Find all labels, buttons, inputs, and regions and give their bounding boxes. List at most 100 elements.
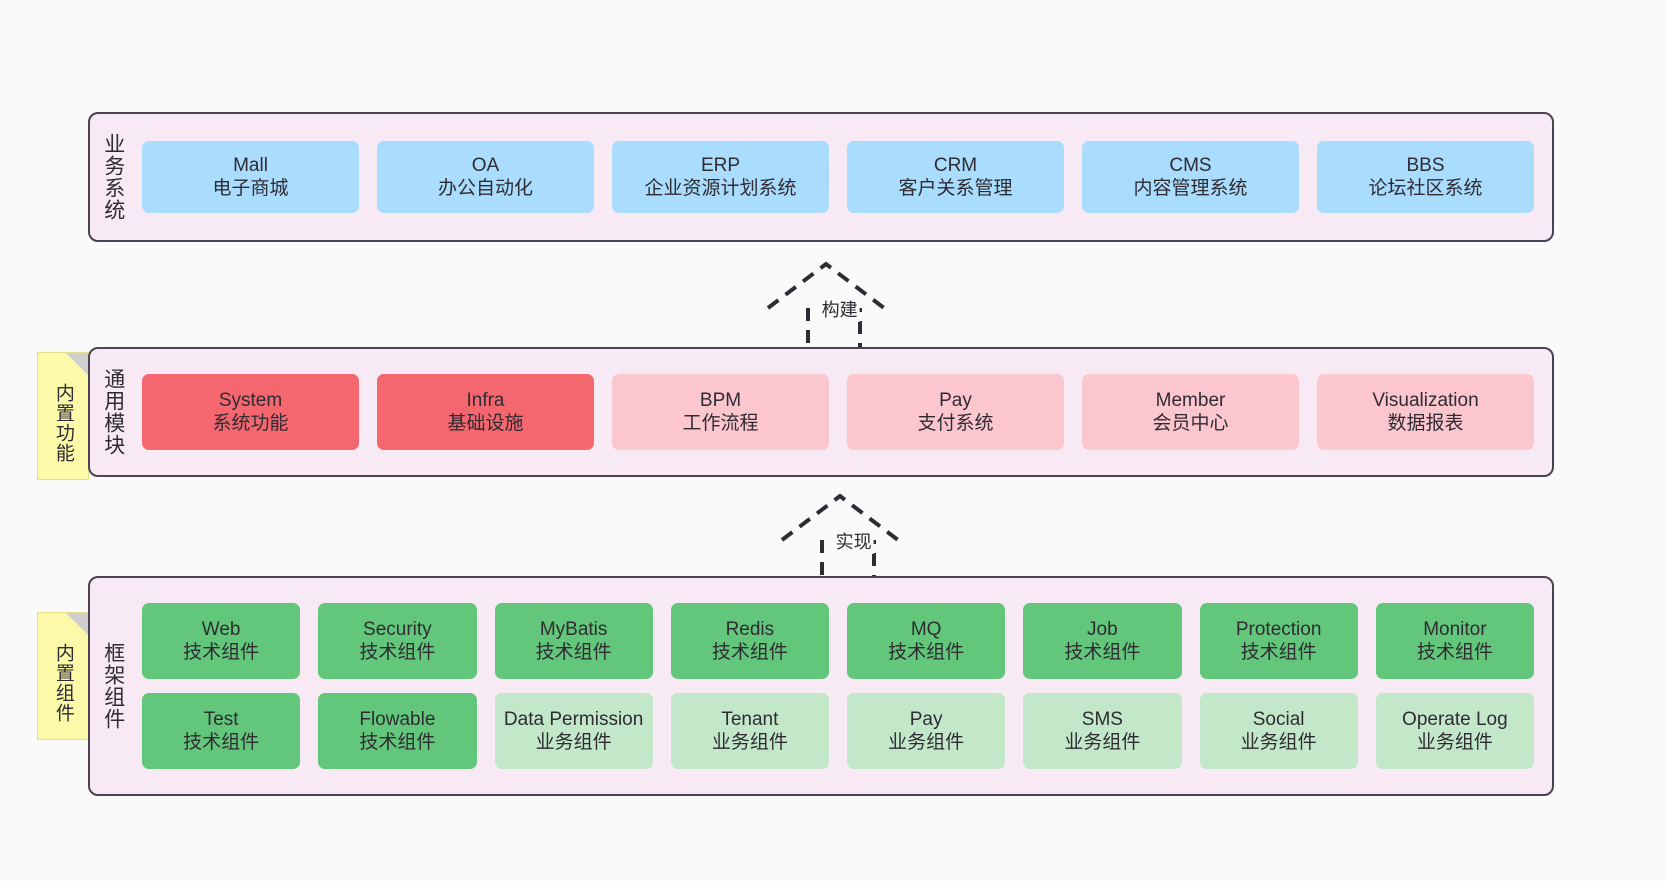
layer-common-module: 通用模块 System 系统功能 Infra 基础设施 BPM 工作流程 Pay… bbox=[88, 347, 1554, 477]
card-subtitle: 业务组件 bbox=[1416, 732, 1493, 753]
card-title: Web bbox=[201, 618, 241, 640]
layer-title-common-module: 通用模块 bbox=[101, 368, 125, 456]
card-title: Job bbox=[1087, 618, 1118, 640]
card-title: CRM bbox=[933, 154, 978, 176]
card-subtitle: 业务组件 bbox=[888, 732, 965, 753]
card-test[interactable]: Test 技术组件 bbox=[142, 693, 301, 769]
card-row: Web 技术组件 Security 技术组件 MyBatis 技术组件 Redi… bbox=[142, 603, 1534, 679]
card-title: ERP bbox=[700, 154, 741, 176]
card-social[interactable]: Social 业务组件 bbox=[1199, 693, 1358, 769]
card-security[interactable]: Security 技术组件 bbox=[318, 603, 477, 679]
card-subtitle: 技术组件 bbox=[359, 642, 436, 663]
card-subtitle: 技术组件 bbox=[359, 732, 436, 753]
card-title: CMS bbox=[1169, 154, 1212, 176]
card-row: System 系统功能 Infra 基础设施 BPM 工作流程 Pay 支付系统… bbox=[142, 374, 1534, 450]
card-title: Tenant bbox=[721, 708, 779, 730]
card-subtitle: 技术组件 bbox=[535, 642, 612, 663]
card-subtitle: 技术组件 bbox=[711, 642, 788, 663]
card-subtitle: 基础设施 bbox=[447, 413, 524, 434]
card-title: MQ bbox=[910, 618, 942, 640]
connector-label-realize: 实现 bbox=[833, 528, 874, 554]
card-member[interactable]: Member 会员中心 bbox=[1082, 374, 1299, 450]
card-title: BPM bbox=[699, 389, 742, 411]
card-title: Protection bbox=[1235, 618, 1322, 640]
card-title: Security bbox=[363, 618, 432, 640]
card-subtitle: 会员中心 bbox=[1152, 413, 1229, 434]
card-sms[interactable]: SMS 业务组件 bbox=[1023, 693, 1182, 769]
connector-build: 构建 bbox=[758, 258, 918, 356]
card-title: Mall bbox=[233, 154, 268, 176]
card-title: Infra bbox=[466, 389, 505, 411]
card-title: Visualization bbox=[1372, 389, 1479, 411]
card-subtitle: 工作流程 bbox=[682, 413, 759, 434]
connector-label-build: 构建 bbox=[819, 296, 860, 322]
sticky-fold-corner-icon bbox=[66, 353, 88, 375]
card-infra[interactable]: Infra 基础设施 bbox=[377, 374, 594, 450]
card-subtitle: 企业资源计划系统 bbox=[644, 178, 797, 199]
sticky-fold-corner-icon bbox=[66, 613, 88, 635]
card-subtitle: 技术组件 bbox=[183, 732, 260, 753]
sticky-note-builtin-component: 内置组件 bbox=[37, 612, 89, 740]
card-title: Data Permission bbox=[503, 708, 644, 730]
card-title: System bbox=[218, 389, 283, 411]
card-mq[interactable]: MQ 技术组件 bbox=[847, 603, 1006, 679]
sticky-note-label: 内置功能 bbox=[52, 383, 74, 463]
card-erp[interactable]: ERP 企业资源计划系统 bbox=[612, 141, 829, 213]
card-system[interactable]: System 系统功能 bbox=[142, 374, 359, 450]
layer-body-common-module: System 系统功能 Infra 基础设施 BPM 工作流程 Pay 支付系统… bbox=[136, 349, 1552, 475]
layer-framework-component: 框架组件 Web 技术组件 Security 技术组件 MyBatis 技术组件… bbox=[88, 576, 1554, 796]
card-title: Monitor bbox=[1423, 618, 1487, 640]
card-row: Test 技术组件 Flowable 技术组件 Data Permission … bbox=[142, 693, 1534, 769]
card-title: OA bbox=[471, 154, 500, 176]
card-monitor[interactable]: Monitor 技术组件 bbox=[1375, 603, 1534, 679]
card-pay-component[interactable]: Pay 业务组件 bbox=[847, 693, 1006, 769]
card-subtitle: 系统功能 bbox=[212, 413, 289, 434]
card-web[interactable]: Web 技术组件 bbox=[142, 603, 301, 679]
card-pay-module[interactable]: Pay 支付系统 bbox=[847, 374, 1064, 450]
card-title: Flowable bbox=[359, 708, 436, 730]
card-cms[interactable]: CMS 内容管理系统 bbox=[1082, 141, 1299, 213]
card-subtitle: 业务组件 bbox=[1064, 732, 1141, 753]
card-subtitle: 技术组件 bbox=[1240, 642, 1317, 663]
card-title: BBS bbox=[1406, 154, 1445, 176]
card-tenant[interactable]: Tenant 业务组件 bbox=[670, 693, 829, 769]
card-crm[interactable]: CRM 客户关系管理 bbox=[847, 141, 1064, 213]
card-title: Social bbox=[1252, 708, 1305, 730]
card-title: Test bbox=[203, 708, 239, 730]
card-subtitle: 业务组件 bbox=[1240, 732, 1317, 753]
card-title: Redis bbox=[725, 618, 775, 640]
card-subtitle: 办公自动化 bbox=[437, 178, 533, 199]
layer-body-business-system: Mall 电子商城 OA 办公自动化 ERP 企业资源计划系统 CRM 客户关系… bbox=[136, 114, 1552, 240]
card-data-permission[interactable]: Data Permission 业务组件 bbox=[494, 693, 653, 769]
card-subtitle: 内容管理系统 bbox=[1133, 178, 1248, 199]
card-subtitle: 客户关系管理 bbox=[898, 178, 1013, 199]
card-subtitle: 论坛社区系统 bbox=[1368, 178, 1483, 199]
layer-title-framework-component: 框架组件 bbox=[101, 642, 125, 730]
card-bbs[interactable]: BBS 论坛社区系统 bbox=[1317, 141, 1534, 213]
layer-business-system: 业务系统 Mall 电子商城 OA 办公自动化 ERP 企业资源计划系统 CRM… bbox=[88, 112, 1554, 242]
card-subtitle: 技术组件 bbox=[1064, 642, 1141, 663]
card-mall[interactable]: Mall 电子商城 bbox=[142, 141, 359, 213]
card-subtitle: 业务组件 bbox=[535, 732, 612, 753]
card-title: Pay bbox=[909, 708, 943, 730]
sticky-note-builtin-function: 内置功能 bbox=[37, 352, 89, 480]
card-redis[interactable]: Redis 技术组件 bbox=[670, 603, 829, 679]
card-mybatis[interactable]: MyBatis 技术组件 bbox=[494, 603, 653, 679]
card-visualization[interactable]: Visualization 数据报表 bbox=[1317, 374, 1534, 450]
card-oa[interactable]: OA 办公自动化 bbox=[377, 141, 594, 213]
card-subtitle: 支付系统 bbox=[917, 413, 994, 434]
card-protection[interactable]: Protection 技术组件 bbox=[1199, 603, 1358, 679]
card-title: Member bbox=[1155, 389, 1226, 411]
card-subtitle: 业务组件 bbox=[711, 732, 788, 753]
card-operate-log[interactable]: Operate Log 业务组件 bbox=[1375, 693, 1534, 769]
card-row: Mall 电子商城 OA 办公自动化 ERP 企业资源计划系统 CRM 客户关系… bbox=[142, 141, 1534, 213]
card-bpm[interactable]: BPM 工作流程 bbox=[612, 374, 829, 450]
sticky-note-label: 内置组件 bbox=[52, 643, 74, 723]
card-title: SMS bbox=[1081, 708, 1123, 730]
card-flowable[interactable]: Flowable 技术组件 bbox=[318, 693, 477, 769]
layer-body-framework-component: Web 技术组件 Security 技术组件 MyBatis 技术组件 Redi… bbox=[136, 578, 1552, 794]
layer-title-business-system: 业务系统 bbox=[101, 133, 125, 221]
card-job[interactable]: Job 技术组件 bbox=[1023, 603, 1182, 679]
card-subtitle: 技术组件 bbox=[183, 642, 260, 663]
